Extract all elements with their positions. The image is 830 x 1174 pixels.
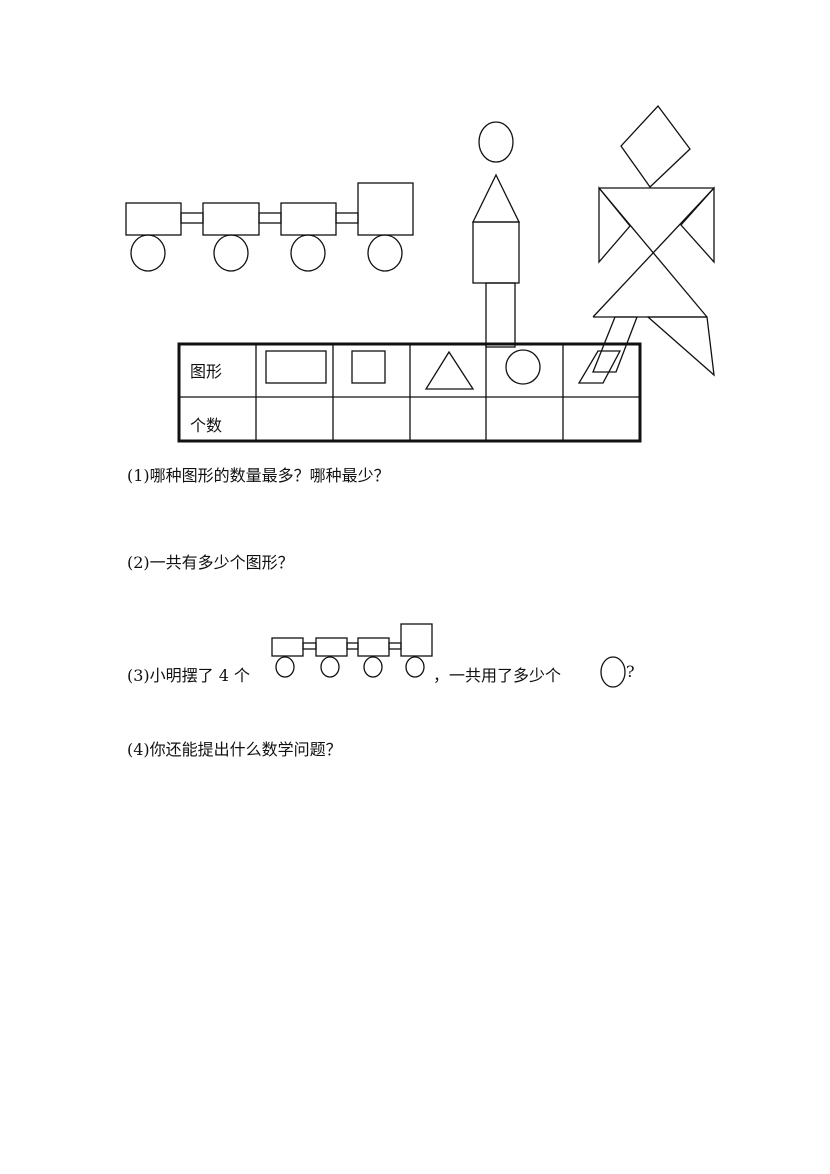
train-wheel-circle xyxy=(290,234,326,272)
question-4: (4)你还能提出什么数学问题？ xyxy=(127,740,342,759)
shape-count-table xyxy=(177,342,642,443)
train-coupler xyxy=(258,212,282,224)
train-figure xyxy=(125,182,414,272)
question-3-end: ? xyxy=(626,662,635,681)
question-3-middle: ，一共用了多少个 xyxy=(433,666,562,685)
tangram-figure xyxy=(592,104,715,377)
square-shape-icon xyxy=(351,350,386,384)
tangram-leg-parallelogram xyxy=(592,316,638,373)
person-legs-rectangle xyxy=(485,282,516,348)
triangle-shape-icon xyxy=(424,350,475,390)
train-wheel-circle xyxy=(213,234,249,272)
tangram-head-square xyxy=(620,104,691,188)
person-figure xyxy=(471,121,521,348)
question-1: (1)哪种图形的数量最多？哪种最少？ xyxy=(127,466,390,485)
train-wheel-circle xyxy=(367,234,403,272)
person-body-square xyxy=(472,221,520,284)
row-header-count: 个数 xyxy=(190,416,223,435)
row-header-shape: 图形 xyxy=(190,362,223,381)
person-neck-triangle xyxy=(471,173,521,223)
tangram-left-arm-triangle xyxy=(598,186,631,264)
train-car-rectangle xyxy=(202,202,260,236)
train-car-rectangle xyxy=(125,202,182,236)
small-train-figure xyxy=(271,623,433,678)
question-2: (2)一共有多少个图形？ xyxy=(127,553,294,572)
circle-icon xyxy=(600,656,626,688)
train-wheel-circle xyxy=(130,234,166,272)
person-head-circle xyxy=(478,121,514,163)
train-car-rectangle xyxy=(280,202,337,236)
train-engine-square xyxy=(357,182,414,236)
train-coupler xyxy=(335,212,359,224)
tangram-leg-triangle xyxy=(646,316,715,377)
tangram-right-arm-triangle xyxy=(680,186,715,264)
rectangle-shape-icon xyxy=(265,350,327,384)
parallelogram-shape-icon xyxy=(577,350,622,384)
train-coupler xyxy=(180,212,204,224)
question-3-start: (3)小明摆了 4 个 xyxy=(127,666,251,685)
circle-shape-icon xyxy=(505,349,541,385)
